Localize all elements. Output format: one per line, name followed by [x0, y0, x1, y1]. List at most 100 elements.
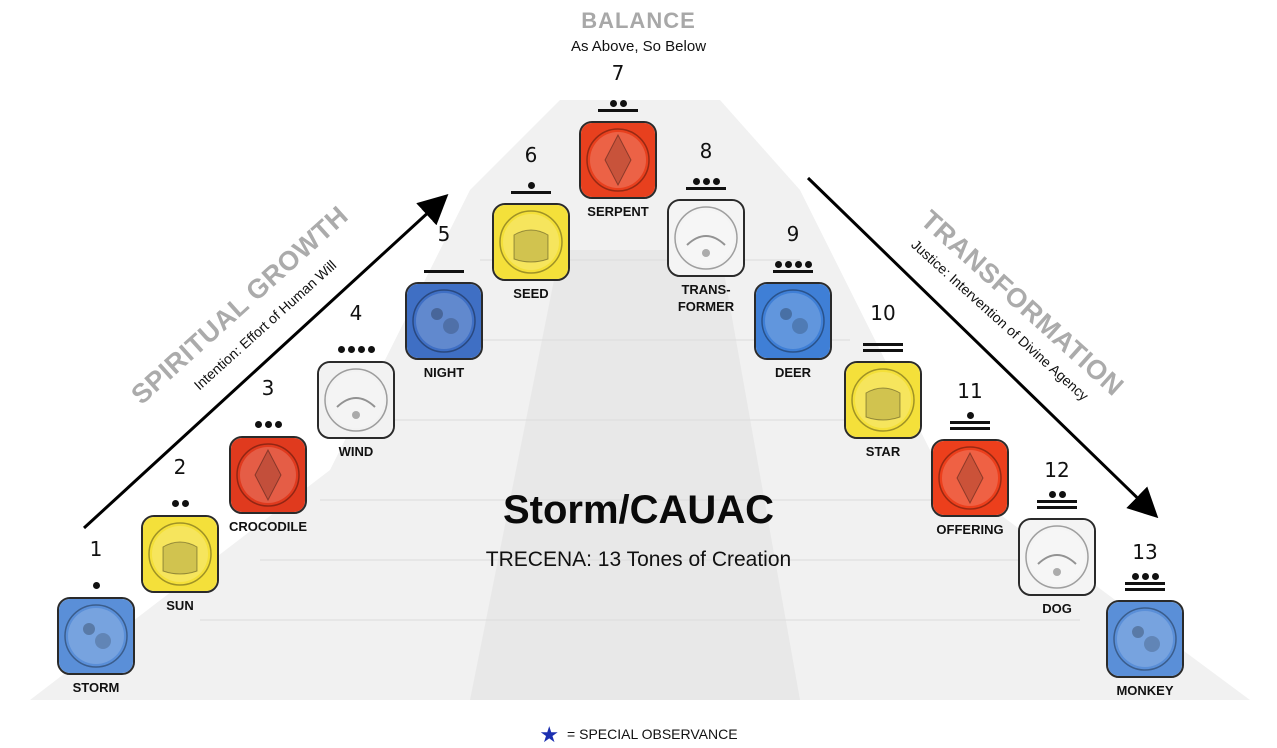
numeral-bar	[1125, 588, 1165, 591]
numeral-bar	[950, 421, 990, 424]
numeral-dot	[1058, 491, 1066, 498]
numeral-dots	[158, 500, 202, 507]
tone-glyph-transformer	[667, 199, 745, 277]
numeral-dot	[347, 346, 355, 353]
tone-glyph-star	[844, 361, 922, 439]
tone-number: 4	[349, 301, 363, 325]
maya-numeral	[1035, 491, 1079, 512]
maya-numeral	[246, 421, 290, 430]
numeral-bar	[950, 427, 990, 430]
numeral-dot	[367, 346, 375, 353]
tone-glyph-serpent	[579, 121, 657, 199]
tone-label: CROCODILE	[229, 519, 307, 534]
numeral-dot	[527, 182, 535, 189]
numeral-bar	[773, 270, 813, 273]
numeral-bar	[1125, 582, 1165, 585]
tone-label: DOG	[1042, 601, 1072, 616]
tone-label: NIGHT	[423, 365, 465, 380]
numeral-dots	[334, 346, 378, 353]
tone-number: 8	[699, 139, 713, 163]
arrow-down-line	[806, 176, 1159, 519]
tone-glyph-storm	[57, 597, 135, 675]
numeral-dot	[702, 178, 710, 185]
numeral-dot	[181, 500, 189, 507]
numeral-bar	[511, 191, 551, 194]
tone-number: 6	[524, 143, 538, 167]
tone-label: STAR	[865, 444, 901, 459]
maya-numeral	[422, 270, 466, 276]
tone-label: OFFERING	[936, 522, 1004, 537]
numeral-dots	[1035, 491, 1079, 498]
maya-numeral	[771, 261, 815, 276]
numeral-dot	[692, 178, 700, 185]
maya-numeral	[861, 343, 905, 355]
tone-glyph-sun	[141, 515, 219, 593]
tone-number: 12	[1044, 458, 1070, 482]
numeral-dot	[609, 100, 617, 107]
maya-numeral	[509, 182, 553, 197]
tone-number: 5	[437, 222, 451, 246]
tone-number: 9	[786, 222, 800, 246]
numeral-dot	[254, 421, 262, 428]
numeral-dot	[92, 582, 100, 589]
main-title: Storm/CAUAC	[502, 488, 775, 532]
numeral-dots	[948, 412, 992, 419]
tone-label: SERPENT	[587, 204, 649, 219]
maya-numeral	[334, 346, 378, 355]
legend: ★ = SPECIAL OBSERVANCE	[0, 722, 1277, 748]
tone-glyph-wind	[317, 361, 395, 439]
tone-number: 1	[89, 537, 103, 561]
maya-numeral	[596, 100, 640, 115]
numeral-bar	[863, 343, 903, 346]
numeral-bar	[598, 109, 638, 112]
tone-glyph-dog	[1018, 518, 1096, 596]
numeral-bar	[1037, 506, 1077, 509]
numeral-dot	[712, 178, 720, 185]
tone-glyph-night	[405, 282, 483, 360]
tone-label: TRANS- FORMER	[677, 282, 735, 314]
tone-label: WIND	[338, 444, 374, 459]
numeral-dot	[784, 261, 792, 268]
star-icon: ★	[539, 722, 560, 747]
numeral-dot	[1141, 573, 1149, 580]
tone-number: 13	[1132, 540, 1158, 564]
numeral-dot	[1131, 573, 1139, 580]
numeral-dot	[794, 261, 802, 268]
tone-glyph-offering	[931, 439, 1009, 517]
maya-numeral	[1123, 573, 1167, 594]
maya-numeral	[684, 178, 728, 193]
maya-numeral	[74, 582, 118, 591]
numeral-dots	[1123, 573, 1167, 580]
numeral-bar	[686, 187, 726, 190]
numeral-dots	[684, 178, 728, 185]
numeral-dots	[771, 261, 815, 268]
numeral-dot	[804, 261, 812, 268]
tone-label: MONKEY	[1116, 683, 1174, 698]
numeral-dots	[74, 582, 118, 589]
numeral-dots	[246, 421, 290, 428]
tone-glyph-seed	[492, 203, 570, 281]
tone-label: SEED	[513, 286, 549, 301]
numeral-bar	[424, 270, 464, 273]
tone-number: 7	[611, 61, 625, 85]
numeral-dot	[1048, 491, 1056, 498]
tone-number: 11	[957, 379, 983, 403]
tone-glyph-deer	[754, 282, 832, 360]
numeral-dot	[1151, 573, 1159, 580]
numeral-dot	[274, 421, 282, 428]
numeral-dot	[774, 261, 782, 268]
tone-number: 2	[173, 455, 187, 479]
balance-title: BALANCE	[581, 8, 696, 33]
tone-label: SUN	[166, 598, 194, 613]
arrow-up-line	[82, 193, 449, 530]
balance-subtitle: As Above, So Below	[570, 38, 707, 55]
numeral-dot	[337, 346, 345, 353]
numeral-dot	[966, 412, 974, 419]
numeral-dot	[171, 500, 179, 507]
numeral-dots	[596, 100, 640, 107]
tone-label: DEER	[774, 365, 812, 380]
numeral-bar	[863, 349, 903, 352]
numeral-bar	[1037, 500, 1077, 503]
tone-glyph-crocodile	[229, 436, 307, 514]
